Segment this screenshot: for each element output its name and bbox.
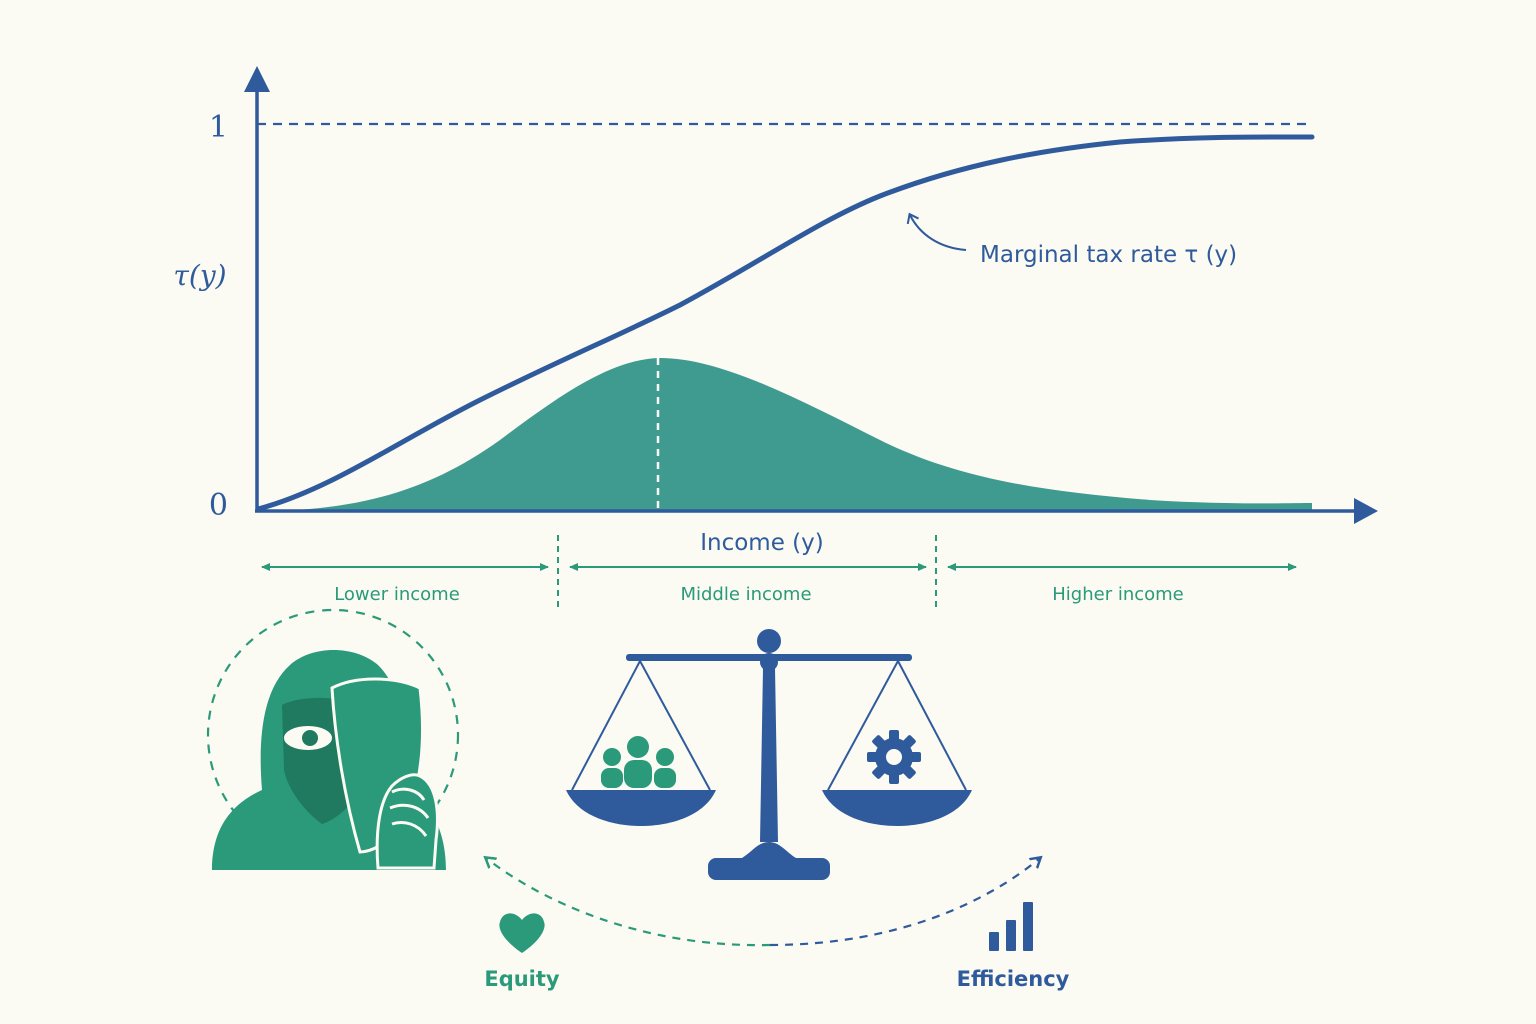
equity-arrow <box>486 858 771 947</box>
equity-label: Equity <box>484 967 560 991</box>
segment-label-higher: Higher income <box>1052 584 1184 605</box>
x-axis-label: Income (y) <box>700 530 824 556</box>
gear-icon <box>867 730 921 784</box>
hooded-figure-mask-icon <box>206 608 460 870</box>
marginal-tax-rate-curve <box>255 134 1315 512</box>
x-axis-arrowhead <box>1354 498 1378 524</box>
segment-label-lower: Lower income <box>334 584 460 605</box>
heart-icon <box>499 913 545 953</box>
people-group-icon <box>601 736 676 788</box>
segment-label-middle: Middle income <box>680 584 811 605</box>
efficiency-arrow <box>769 858 1040 947</box>
curve-annotation-arrow <box>906 212 967 251</box>
y-tick-1: 1 <box>209 110 228 145</box>
bar-chart-icon <box>989 902 1033 951</box>
y-axis-arrowhead <box>244 66 270 92</box>
y-axis-label: τ(y) <box>173 259 226 292</box>
y-tick-0: 0 <box>209 488 228 523</box>
curve-label: Marginal tax rate τ (y) <box>980 242 1237 268</box>
income-distribution-area <box>258 357 1312 511</box>
efficiency-label: Efficiency <box>957 967 1070 991</box>
balance-scale-icon <box>566 629 972 880</box>
